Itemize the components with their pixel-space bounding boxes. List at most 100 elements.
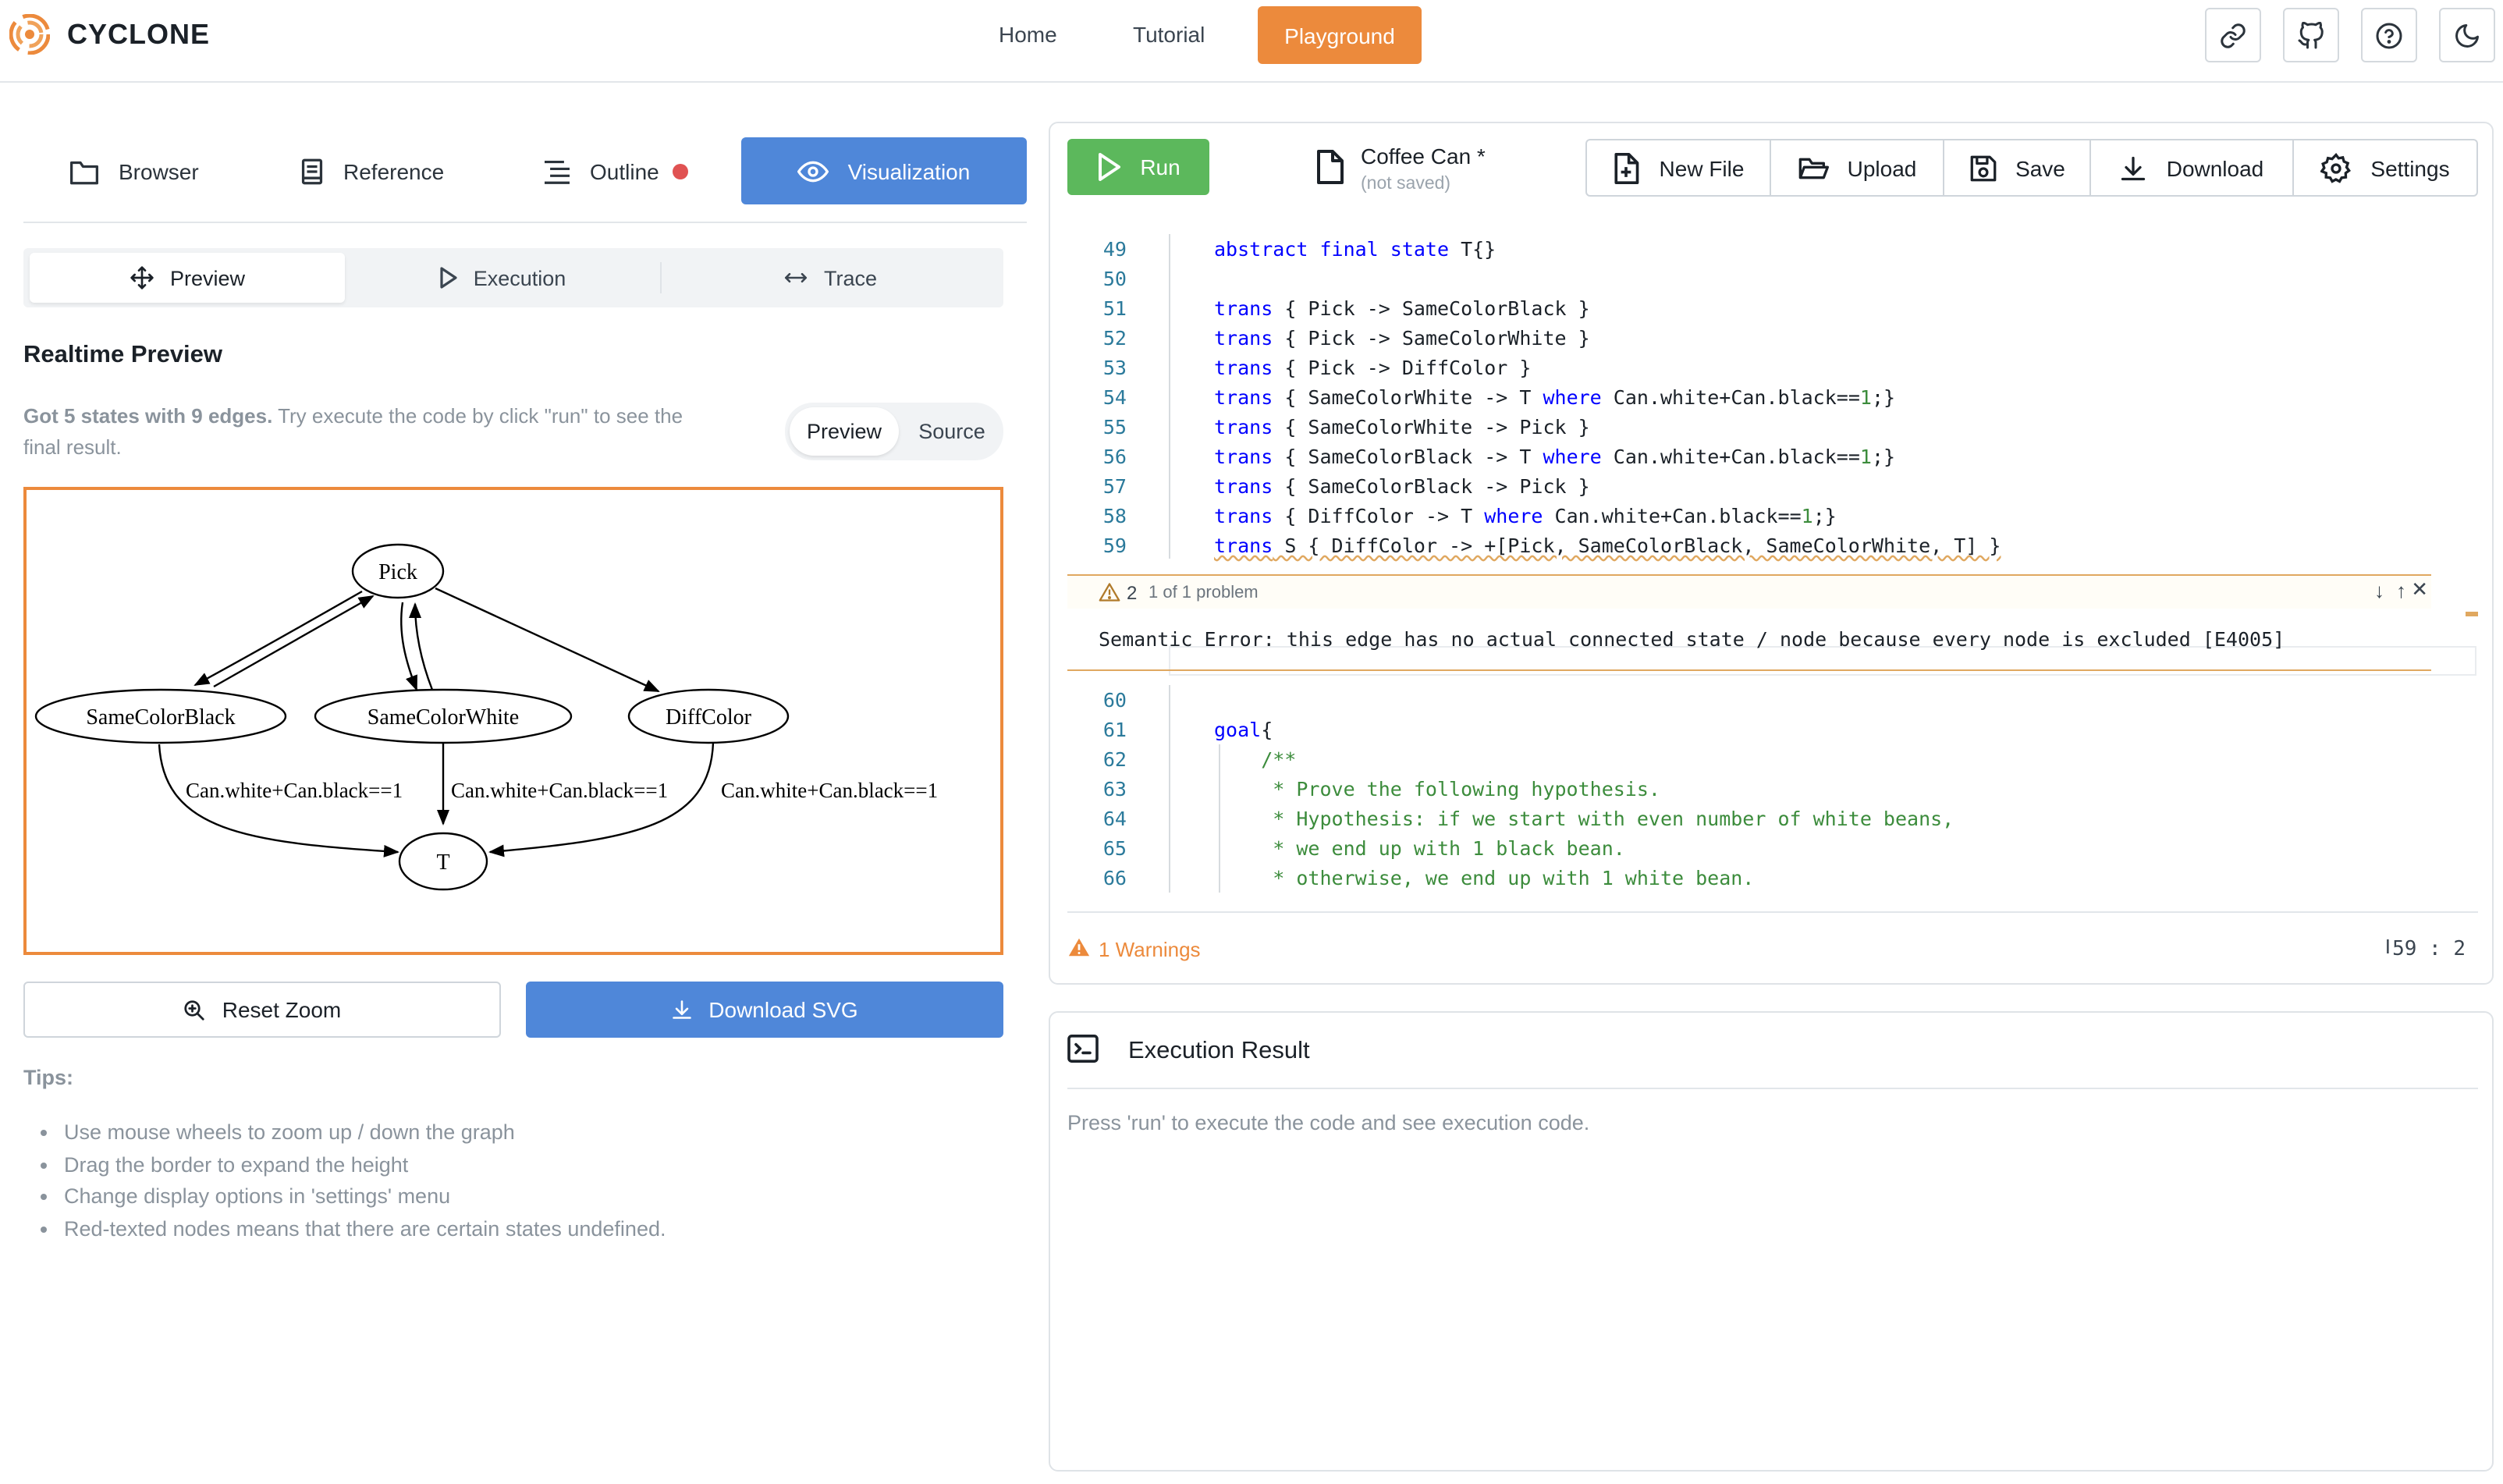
- tips-title: Tips:: [23, 1066, 74, 1089]
- state-graph-canvas[interactable]: Pick SameColorBlack SameColorWhite DiffC…: [23, 487, 1003, 955]
- theme-toggle-button[interactable]: [2439, 8, 2495, 62]
- realtime-preview-title: Realtime Preview: [23, 342, 223, 368]
- save-label: Save: [2015, 155, 2065, 180]
- brand-name[interactable]: CYCLONE: [67, 19, 211, 50]
- node-diffcolor[interactable]: [627, 688, 790, 744]
- execution-result-title: Execution Result: [1128, 1038, 1310, 1064]
- close-icon[interactable]: ✕: [2411, 577, 2428, 601]
- execution-result-desc: Press 'run' to execute the code and see …: [1067, 1111, 1590, 1134]
- tip-item: Red-texted nodes means that there are ce…: [64, 1213, 666, 1245]
- new-file-button[interactable]: New File: [1587, 140, 1771, 195]
- seg-divider: [660, 262, 662, 293]
- nav-home[interactable]: Home: [999, 22, 1057, 47]
- edge-samecolorblack-t: [158, 744, 399, 857]
- node-pick-label: Pick: [378, 560, 417, 584]
- node-samecolorblack[interactable]: [34, 688, 287, 744]
- new-file-label: New File: [1659, 155, 1745, 180]
- node-pick[interactable]: [351, 543, 445, 599]
- download-icon: [673, 1000, 692, 1019]
- outline-icon: [545, 159, 570, 183]
- preview-source-toggle: Preview Source: [785, 403, 1003, 460]
- moon-icon: [2455, 23, 2479, 47]
- github-button[interactable]: [2283, 8, 2339, 62]
- tip-item: Drag the border to expand the height: [64, 1149, 666, 1181]
- tab-outline[interactable]: Outline: [543, 137, 689, 204]
- download-svg-button[interactable]: Download SVG: [526, 982, 1003, 1038]
- execution-result-card: Execution Result Press 'run' to execute …: [1049, 1011, 2494, 1472]
- problem-text: 1 of 1 problem: [1149, 584, 1259, 602]
- file-plus-icon: [1614, 152, 1639, 183]
- current-line-highlight: [1169, 646, 2476, 676]
- subtab-execution-label: Execution: [473, 266, 566, 289]
- github-icon: [2298, 21, 2324, 48]
- edge-pick-samecolorblack: [193, 590, 363, 687]
- nav-tutorial[interactable]: Tutorial: [1133, 22, 1205, 47]
- save-button[interactable]: Save: [1944, 140, 2091, 195]
- settings-label: Settings: [2370, 155, 2450, 180]
- desc-rest: Try execute the code by click "run" to s…: [23, 404, 683, 459]
- warning-icon: [1068, 938, 1090, 957]
- file-name: Coffee Can *: [1361, 144, 1486, 169]
- toggle-source[interactable]: Source: [918, 420, 985, 443]
- next-problem-icon[interactable]: ↓: [2374, 579, 2384, 602]
- overview-ruler-marker: [2466, 612, 2478, 616]
- link-button[interactable]: [2205, 8, 2261, 62]
- edge-samecolorwhite-pick: [409, 602, 434, 691]
- divider: [1067, 1088, 2478, 1089]
- problem-message: Semantic Error: this edge has no actual …: [1067, 609, 2431, 671]
- nav-playground[interactable]: Playground: [1258, 6, 1422, 64]
- tab-visualization[interactable]: Visualization: [741, 137, 1027, 204]
- arrows-h-icon: [784, 272, 808, 283]
- help-icon: [2376, 22, 2402, 48]
- node-samecolorwhite[interactable]: [314, 688, 573, 744]
- desc-bold: Got 5 states with 9 edges.: [23, 404, 273, 428]
- download-button[interactable]: Download: [2091, 140, 2294, 195]
- tips-list: Use mouse wheels to zoom up / down the g…: [64, 1117, 666, 1245]
- left-panel-tabs: Browser Reference Outline Visualization: [23, 137, 1027, 223]
- run-button[interactable]: Run: [1067, 139, 1209, 195]
- node-diffcolor-label: DiffColor: [666, 705, 752, 730]
- editor-toolbar: New File Upload Save Download Settings: [1585, 139, 2478, 197]
- subtab-trace[interactable]: Trace: [663, 253, 997, 303]
- link-icon: [2221, 23, 2246, 48]
- edge-pick-samecolorwhite: [400, 602, 418, 691]
- settings-button[interactable]: Settings: [2294, 140, 2476, 195]
- indent-guide: [1169, 234, 1170, 559]
- upload-button[interactable]: Upload: [1771, 140, 1944, 195]
- subtab-preview[interactable]: Preview: [30, 253, 345, 303]
- help-button[interactable]: [2361, 8, 2417, 62]
- book-icon: [301, 158, 323, 184]
- cyclone-logo-icon[interactable]: [9, 14, 50, 55]
- edge-label-2: Can.white+Can.black==1: [451, 779, 668, 802]
- warnings-count[interactable]: 1 Warnings: [1099, 938, 1201, 961]
- reset-zoom-button[interactable]: Reset Zoom: [23, 982, 501, 1038]
- eye-icon: [797, 160, 829, 182]
- problem-peek-bar: 2 1 of 1 problem ↓ ↑ ✕: [1067, 574, 2431, 609]
- node-samecolorwhite-label: SameColorWhite: [367, 705, 519, 730]
- edge-pick-diffcolor: [435, 587, 660, 693]
- problem-count: 2: [1127, 582, 1138, 604]
- edge-label-1: Can.white+Can.black==1: [186, 779, 403, 802]
- folder-icon: [69, 160, 98, 184]
- zoom-icon: [185, 999, 205, 1020]
- top-header: CYCLONE Home Tutorial Playground: [0, 0, 2503, 83]
- cursor-icon: I: [2384, 935, 2391, 958]
- realtime-preview-desc: Got 5 states with 9 edges. Try execute t…: [23, 401, 710, 463]
- prev-problem-icon[interactable]: ↑: [2396, 579, 2406, 602]
- download-svg-label: Download SVG: [708, 997, 858, 1022]
- toggle-preview[interactable]: Preview: [790, 407, 899, 456]
- tab-reference[interactable]: Reference: [300, 137, 444, 204]
- state-graph-svg: Pick SameColorBlack SameColorWhite DiffC…: [34, 543, 938, 891]
- file-icon: [1317, 150, 1344, 184]
- editor-status-bar: 1 Warnings I 59 : 2: [1067, 911, 2478, 971]
- subtab-execution[interactable]: Execution: [345, 253, 660, 303]
- tab-reference-label: Reference: [343, 158, 445, 183]
- tab-browser[interactable]: Browser: [69, 137, 199, 204]
- node-t-label: T: [436, 850, 449, 875]
- indent-guide: [1169, 685, 1170, 893]
- node-t[interactable]: [398, 832, 488, 891]
- subtab-preview-label: Preview: [169, 266, 245, 289]
- node-samecolorblack-label: SameColorBlack: [86, 705, 235, 730]
